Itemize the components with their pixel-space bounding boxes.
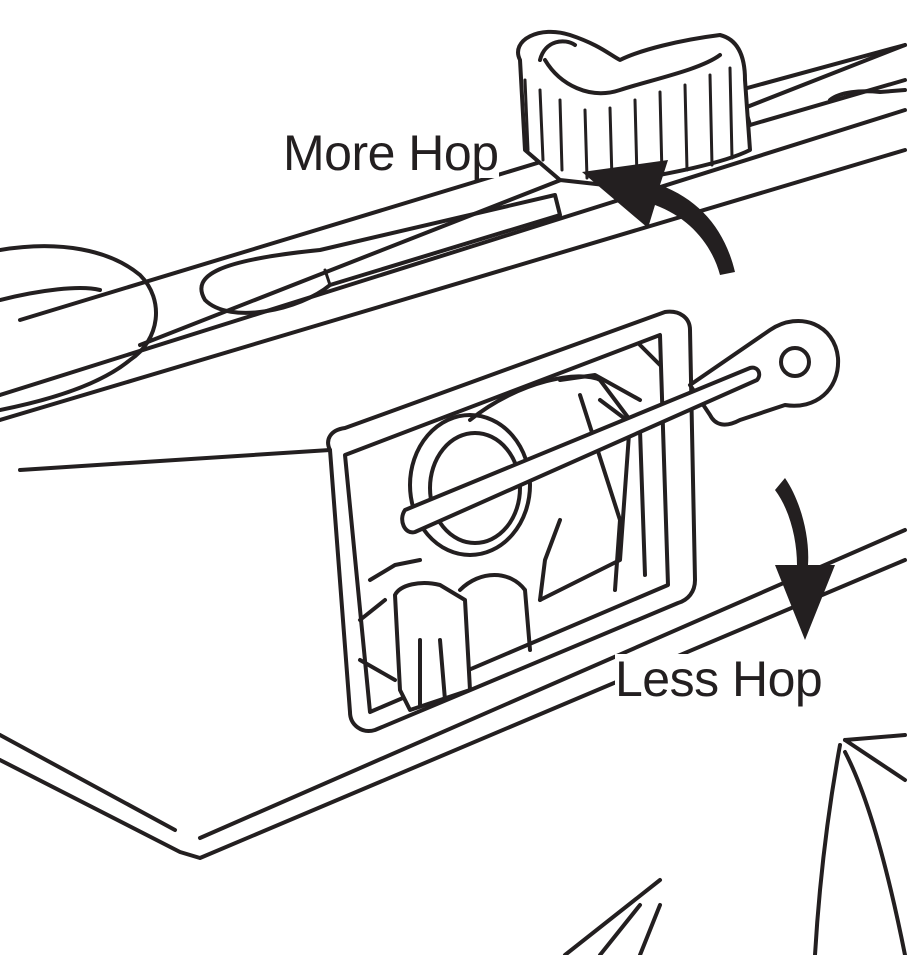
adjustment-tool — [400, 319, 841, 535]
receiver-upper-body — [0, 43, 907, 422]
arrow-less-hop — [775, 478, 835, 640]
hop-up-window — [326, 309, 697, 733]
receiver-lower-edge — [0, 448, 907, 955]
hop-adjustment-knob — [516, 29, 752, 187]
more-hop-label: More Hop — [283, 125, 499, 181]
arrow-more-hop — [582, 160, 735, 275]
less-hop-label: Less Hop — [615, 651, 823, 707]
